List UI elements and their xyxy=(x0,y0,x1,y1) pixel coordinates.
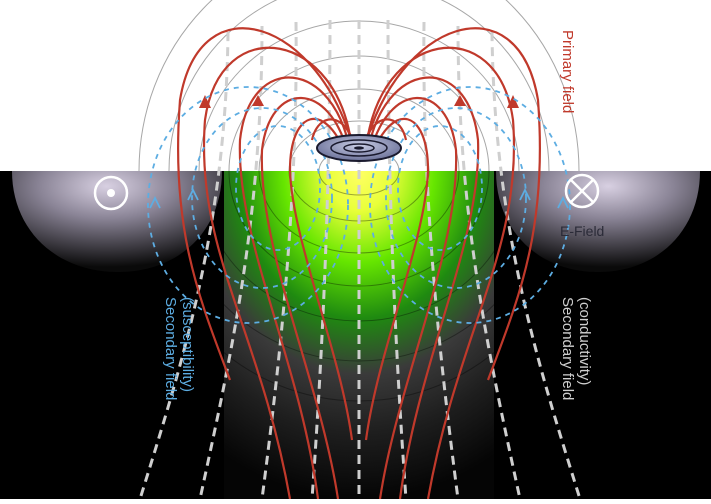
secondary-field-susceptibility-lines xyxy=(147,86,571,324)
secondary-left-line2: (susceptibility) xyxy=(179,297,196,392)
secondary-right-line1: Secondary field xyxy=(559,297,576,400)
primary-field-label: Primary field xyxy=(559,30,576,113)
transmitter-coil xyxy=(316,134,402,162)
secondary-left-label: Secondary field (susceptibility) xyxy=(162,297,196,400)
primary-field-lines xyxy=(176,27,542,500)
secondary-left-line1: Secondary field xyxy=(162,297,179,400)
primary-field-arrows xyxy=(199,95,519,108)
e-field-glow-right xyxy=(496,171,700,272)
e-field-label: E-Field xyxy=(560,223,604,239)
secondary-right-line2: (conductivity) xyxy=(576,297,593,385)
secondary-field-susceptibility-arrows xyxy=(149,187,569,209)
secondary-right-label: Secondary field (conductivity) xyxy=(559,297,593,400)
dot-circle-icon xyxy=(93,175,129,211)
e-field-glow-left xyxy=(12,171,222,272)
cross-circle-icon xyxy=(564,173,600,209)
